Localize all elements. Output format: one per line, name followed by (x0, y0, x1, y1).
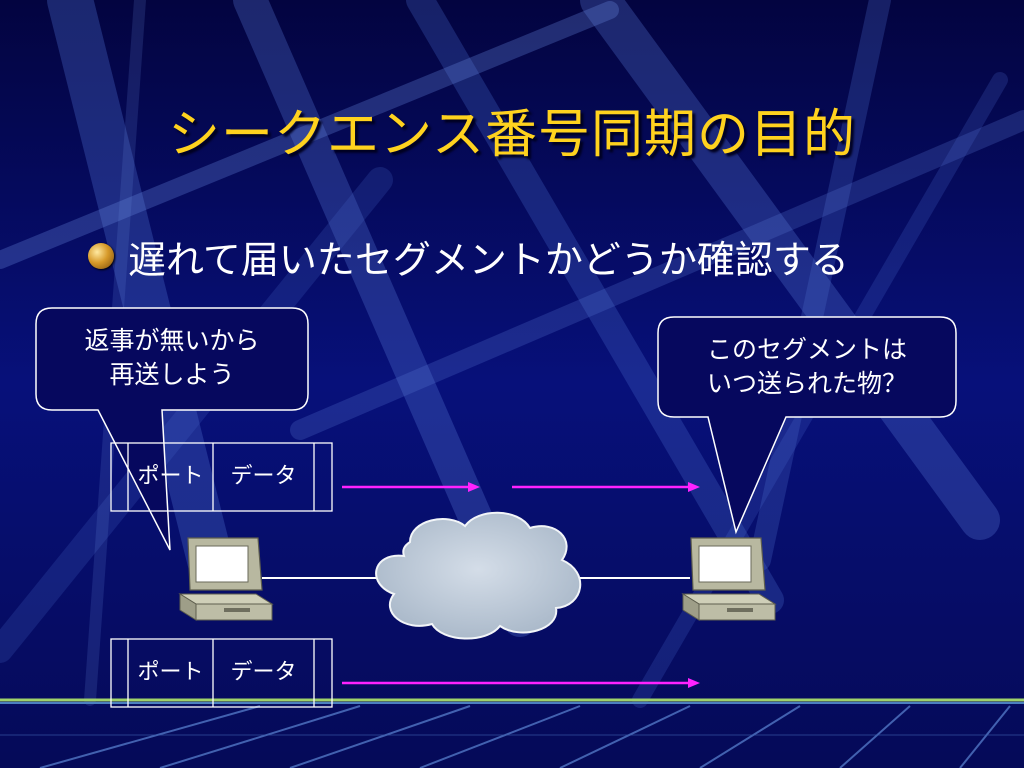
segment-top-data-label: データ (230, 464, 297, 489)
segment-top (110, 442, 333, 512)
receiver-callout-line1: このセグメントは (706, 335, 907, 364)
floor-lines (0, 698, 1024, 768)
receiver-callout-text: このセグメントは いつ送られた物？ (658, 333, 956, 401)
sender-callout-text: 返事が無いから 再送しよう (36, 324, 308, 392)
cloud-icon (375, 511, 582, 640)
slide-title: シークエンス番号同期の目的 (168, 105, 856, 165)
sender-callout (35, 307, 309, 551)
arrow-icon (342, 482, 700, 688)
segment-top-port-label: ポート (137, 464, 204, 489)
sender-callout-line1: 返事が無いから (84, 326, 260, 355)
computer-icon (178, 537, 274, 621)
bullet-icon (88, 243, 114, 269)
receiver-callout (657, 316, 957, 535)
bullet-text: 遅れて届いたセグメントかどうか確認する (128, 237, 849, 282)
receiver-callout-line2: いつ送られた物？ (706, 369, 907, 398)
computer-icon (681, 537, 777, 621)
segment-bottom-data-label: データ (230, 660, 297, 685)
segment-bottom (110, 638, 333, 708)
bullet-item: 遅れて届いたセグメントかどうか確認する (88, 228, 849, 284)
segment-bottom-port-label: ポート (137, 660, 204, 685)
sender-callout-line2: 再送しよう (109, 360, 235, 389)
